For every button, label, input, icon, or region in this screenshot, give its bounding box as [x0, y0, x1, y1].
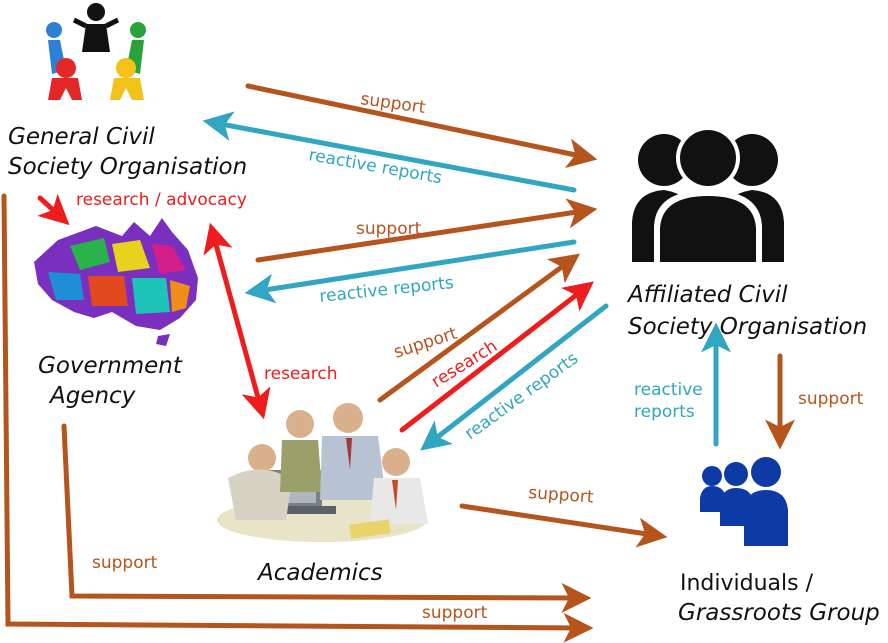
arrow-support-general-to-individuals — [1, 193, 594, 643]
label-reactive-individuals-line2: reports — [634, 402, 695, 422]
label-research-academics-gov: research — [264, 364, 338, 384]
arrow-support-gov-to-affiliated — [255, 198, 598, 263]
arrow-reactive-affiliated-to-gov — [244, 239, 577, 304]
arrow-support-academics-to-affiliated — [377, 253, 581, 403]
arrow-research-academics-to-affiliated — [399, 281, 594, 433]
label-support-general-to-individuals: support — [422, 603, 488, 623]
individuals-label-line2: Grassroots Group — [678, 600, 880, 626]
label-support-gov-to-individuals: support — [92, 553, 158, 573]
label-support-academics-to-affiliated: support — [391, 323, 460, 362]
affiliated-cso-label-line2: Society Organisation — [628, 314, 867, 340]
arrow-reactive-affiliated-to-general — [202, 111, 577, 193]
arrow-support-gov-to-individuals — [61, 423, 592, 613]
australia-map-icon — [34, 218, 198, 346]
arrow-support-academics-to-individuals — [459, 503, 668, 548]
government-label-line2: Agency — [48, 383, 136, 409]
general-cso-label-line1: General Civil — [8, 124, 155, 150]
individuals-icon — [700, 457, 788, 546]
arrow-reactive-affiliated-to-academics — [420, 303, 609, 451]
academics-label: Academics — [256, 560, 383, 586]
arrow-research-advocacy-general-to-gov — [37, 193, 70, 226]
general-cso-label-line2: Society Organisation — [8, 154, 247, 180]
group-people-icon — [632, 126, 784, 262]
individuals-label-line1: Individuals / — [680, 571, 814, 596]
label-reactive-individuals-line1: reactive — [634, 380, 703, 400]
label-support-gov-to-affiliated: support — [356, 219, 422, 239]
people-circle-icon — [46, 3, 146, 100]
affiliated-cso-label-line1: Affiliated Civil — [626, 282, 788, 308]
label-research-advocacy: research / advocacy — [76, 190, 247, 210]
government-label-line1: Government — [38, 353, 183, 379]
label-support-academics-to-individuals: support — [528, 483, 595, 508]
academics-meeting-icon — [217, 403, 428, 542]
arrow-support-general-to-affiliated — [245, 83, 598, 169]
label-support-affiliated-to-individuals: support — [798, 389, 864, 409]
arrow-research-academics-gov — [203, 222, 271, 420]
